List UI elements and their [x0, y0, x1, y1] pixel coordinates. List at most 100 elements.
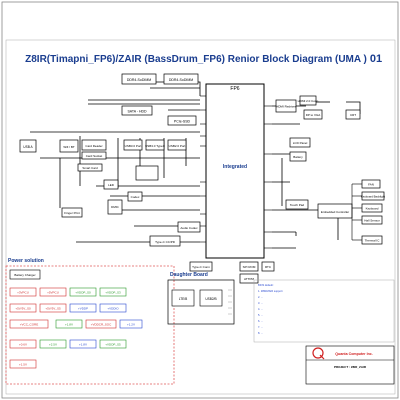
title-block-frame: [305, 345, 395, 385]
usb2-board-block: [199, 289, 223, 307]
type-c-cc-block: [149, 235, 181, 247]
cpu-integrated-label: Integrated: [223, 164, 247, 170]
power-item-label: +VCC_CORE: [20, 323, 38, 327]
audio-codec-block: [177, 221, 201, 233]
touch-pad-label: Touch Pad: [290, 203, 305, 207]
note-line: 4. ...: [258, 307, 263, 311]
power-item: [85, 319, 117, 329]
finger-print-label: Finger Print: [64, 211, 80, 215]
power-item-label: +VDDP_S0: [75, 291, 91, 295]
keyboard-label: Keyboard: [366, 207, 379, 211]
type-c-cc-label: Type-C CC/PD: [155, 240, 176, 244]
power-item: [39, 303, 67, 313]
power-item-label: +0.6V: [19, 343, 27, 347]
wifi-bt-label: Wifi / BT: [63, 145, 74, 149]
power-item: [9, 359, 37, 369]
note-line: BIOS default:: [258, 283, 274, 287]
power-item-label: +VDDP_S3: [105, 291, 121, 295]
hall-sensor-label: Hall Sensor: [364, 219, 380, 223]
hdmi-redriver-label: HDMI Redriver: [276, 105, 296, 109]
usb2-port-label: USB2.0 Port: [169, 144, 186, 148]
crt-block: [345, 109, 361, 120]
power-item: [9, 303, 37, 313]
fan-label: FAN: [368, 183, 374, 187]
power-item: [69, 287, 97, 297]
led-block: [103, 179, 119, 190]
sata-hdd-block: [121, 105, 153, 116]
power-item: [69, 303, 97, 313]
power-item-label: +5V/3V_S0: [15, 307, 31, 311]
notes: BIOS default: 1. Z8IR/ZAIR support 2. ..…: [258, 283, 283, 335]
battery-label: Battery: [293, 155, 303, 159]
usb2-port-block: [167, 139, 187, 151]
card-reader-label: Card Reader: [85, 144, 102, 148]
quanta-logo-icon: [312, 347, 324, 359]
power-item-label: +VDDCR_SOC: [91, 323, 112, 327]
spi-rom-block: [239, 261, 259, 272]
note-line: 2. ...: [258, 295, 263, 299]
power-item: [9, 319, 49, 329]
company-name: Quanta Computer Inc.: [335, 352, 373, 356]
ddr4-a-block: [121, 73, 157, 85]
power-item-label: +5VPCU: [47, 291, 59, 295]
usb-a-block: [19, 139, 37, 153]
sata-hdd-label: SATA - HDD: [127, 110, 147, 114]
usb-cluster-block: [135, 165, 159, 181]
power-item-label: +2.5V: [49, 343, 57, 347]
right-buses: [272, 101, 361, 249]
page-number: 01: [370, 53, 382, 65]
attpm-label: ATTPM: [244, 277, 254, 281]
rtc-block: [261, 261, 275, 272]
daughter-board-pin-ticks: [228, 289, 232, 315]
codec-label: Codec: [131, 195, 140, 199]
project-name: PROJECT : Z8IR_ZAIR: [334, 365, 367, 369]
memory-buses: [88, 81, 201, 111]
power-item: [9, 269, 41, 280]
power-solution-frame: [5, 265, 175, 385]
type-c-conn-block: [189, 261, 213, 272]
cpu-label: FP6: [230, 86, 239, 92]
power-item-label: +VDDP_S5: [105, 343, 121, 347]
power-item: [69, 339, 97, 349]
finger-print-block: [61, 207, 83, 218]
notes-frame: [253, 279, 395, 343]
power-item: [55, 319, 83, 329]
power-items: Battery Charger +3VPCU +5VPCU +VDDP_S0 +…: [9, 269, 143, 369]
power-item-label: +1.5V: [19, 363, 27, 367]
wifi-bt-block: [59, 139, 79, 153]
audio-codec-label: Audio Codec: [180, 226, 198, 230]
power-item: [39, 339, 67, 349]
power-item: [99, 303, 127, 313]
dp-to-vga-block: [303, 109, 323, 120]
power-item-label: +1.2V: [127, 323, 135, 327]
card-socket-block: [81, 151, 107, 160]
usb3-typec-label: USB3.0 TypeC: [145, 144, 166, 148]
type-c-conn-label: Type-C Conn: [192, 265, 210, 269]
power-item-label: +1.8V: [65, 323, 73, 327]
lcd-panel-label: LCD Panel: [293, 141, 308, 145]
smart-card-block: [77, 163, 103, 172]
lte-board-block: [171, 289, 195, 307]
power-item: [39, 287, 67, 297]
dmic-block: [107, 199, 123, 215]
note-line: 6. ...: [258, 319, 263, 323]
note-line: 3. ...: [258, 301, 263, 305]
cpu-block: [205, 83, 265, 259]
inner-frame: [5, 39, 396, 395]
power-item-label: +1.8V: [79, 343, 87, 347]
battery-block: [289, 151, 307, 162]
diagram-title: Z8IR(Timapni_FP6)/ZAIR (BassDrum_FP6) Re…: [25, 54, 367, 65]
power-item-label: +5V/3V_S5: [45, 307, 61, 311]
hdmi-redriver-block: [275, 99, 297, 113]
ec-links: [351, 183, 362, 241]
note-line: 5. ...: [258, 313, 263, 317]
power-item: [119, 319, 143, 329]
codec-block: [127, 191, 143, 202]
usb3-port-label: USB3.0 Port: [125, 144, 142, 148]
lte-board-label: LTE/B: [179, 297, 188, 301]
note-line: 7. ...: [258, 325, 263, 329]
power-item-label: +3VPCU: [17, 291, 29, 295]
